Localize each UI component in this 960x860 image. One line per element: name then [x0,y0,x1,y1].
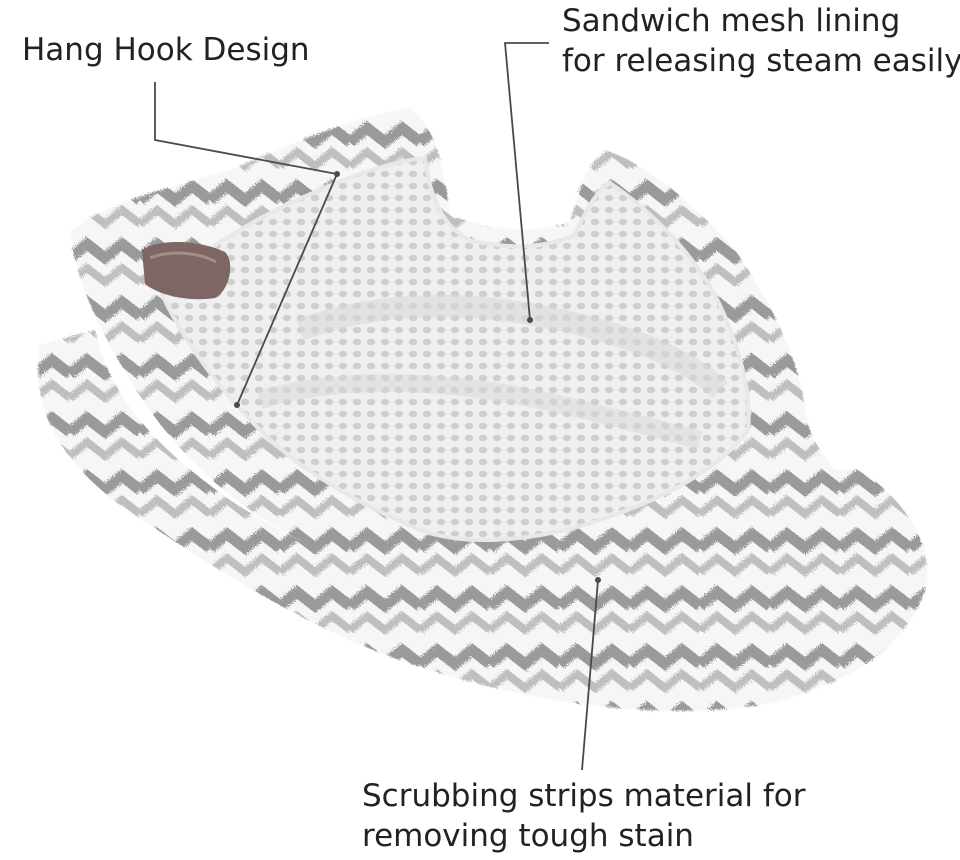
mesh-lining-callout-line-1: Sandwich mesh lining [562,3,901,39]
hang-loop-icon [142,241,231,300]
scrubbing-strip-leader [581,579,599,771]
scrubbing-strips-callout: Scrubbing strips material for removing t… [362,776,805,856]
mesh-lining [157,155,751,542]
hang-hook-callout-line-1: Hang Hook Design [22,32,310,68]
mesh-lining-callout-line-2: for releasing steam easily [562,43,960,79]
leader-lines [154,42,601,771]
scrubbing-strip-edge [220,520,830,670]
scrubbing-strips-callout-line-1: Scrubbing strips material for [362,778,806,814]
mesh-lining-leader [504,42,549,321]
hang-hook-leader [154,82,339,406]
scrubbing-strips-callout-line-2: removing tough stain [362,818,694,854]
mesh-lining-callout: Sandwich mesh lining for releasing steam… [562,1,960,81]
hang-hook-callout: Hang Hook Design [22,30,310,70]
